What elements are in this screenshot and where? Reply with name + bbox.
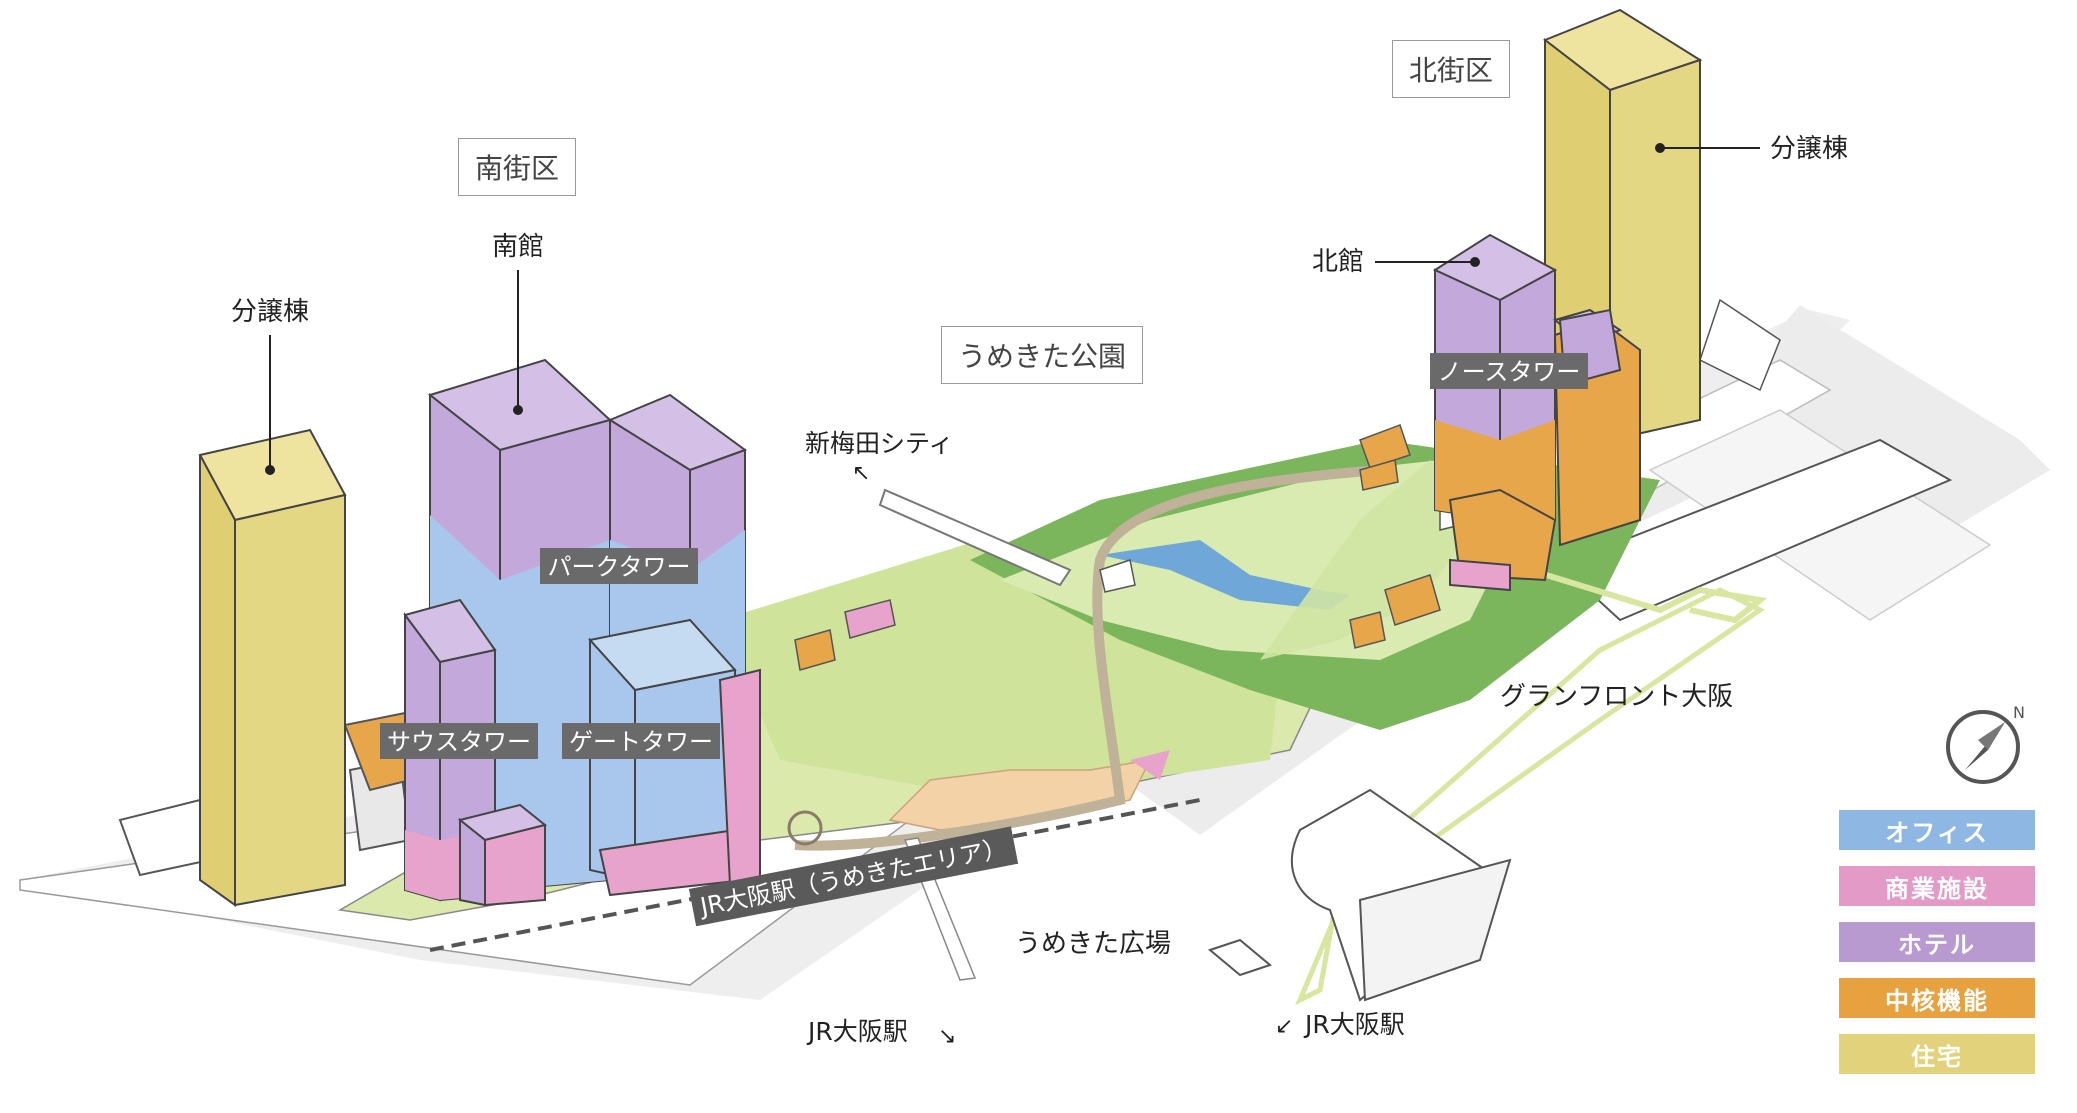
label-shin-umeda: 新梅田シティ xyxy=(805,429,954,458)
label-south-condo: 分譲棟 xyxy=(231,297,309,327)
south-district-buildings xyxy=(118,358,761,907)
label-grand-front: グランフロント大阪 xyxy=(1500,682,1733,712)
label-south-hall: 南館 xyxy=(492,232,544,262)
legend-item-hotel: ホテル xyxy=(1839,922,2035,962)
label-jr-osaka-right: JR大阪駅 xyxy=(1303,1010,1405,1039)
svg-text:ノースタワー: ノースタワー xyxy=(1438,358,1581,386)
arrow-jr-osaka-left: ↘ xyxy=(938,1024,956,1049)
label-north-condo: 分譲棟 xyxy=(1770,134,1848,164)
legend-item-commercial: 商業施設 xyxy=(1839,866,2035,906)
svg-text:N: N xyxy=(2013,703,2025,722)
legend-item-core: 中核機能 xyxy=(1839,978,2035,1018)
north-district-buildings xyxy=(1432,8,1703,592)
tag-gate-tower: ゲートタワー xyxy=(562,723,720,759)
legend-item-office: オフィス xyxy=(1839,810,2035,850)
park-path xyxy=(794,465,1381,851)
svg-text:ゲートタワー: ゲートタワー xyxy=(569,728,713,756)
park-pavilions xyxy=(794,424,1441,671)
label-north-hall: 北館 xyxy=(1312,247,1364,277)
label-plaza: うめきた広場 xyxy=(1015,929,1171,959)
plaza-circle xyxy=(787,810,823,846)
label-jr-osaka-left: JR大阪駅 xyxy=(806,1017,908,1046)
district-north-label: 北街区 xyxy=(1392,40,1511,98)
district-south-label: 南街区 xyxy=(458,138,577,196)
leader-lines xyxy=(265,143,1760,475)
arrow-shin-umeda: ↖ xyxy=(852,461,870,486)
tag-north-tower: ノースタワー xyxy=(1430,353,1588,389)
tag-park-tower: パークタワー xyxy=(540,548,698,584)
shin-umeda-walkway xyxy=(878,488,1072,587)
arrow-jr-osaka-right: ↙ xyxy=(1275,1014,1293,1039)
tag-south-tower: サウスタワー xyxy=(380,723,538,759)
park-label: うめきた公園 xyxy=(941,326,1144,384)
legend-item-residential: 住宅 xyxy=(1839,1034,2035,1074)
svg-text:パークタワー: パークタワー xyxy=(547,553,690,581)
svg-text:サウスタワー: サウスタワー xyxy=(387,728,531,756)
compass-icon: N xyxy=(1946,703,2025,784)
